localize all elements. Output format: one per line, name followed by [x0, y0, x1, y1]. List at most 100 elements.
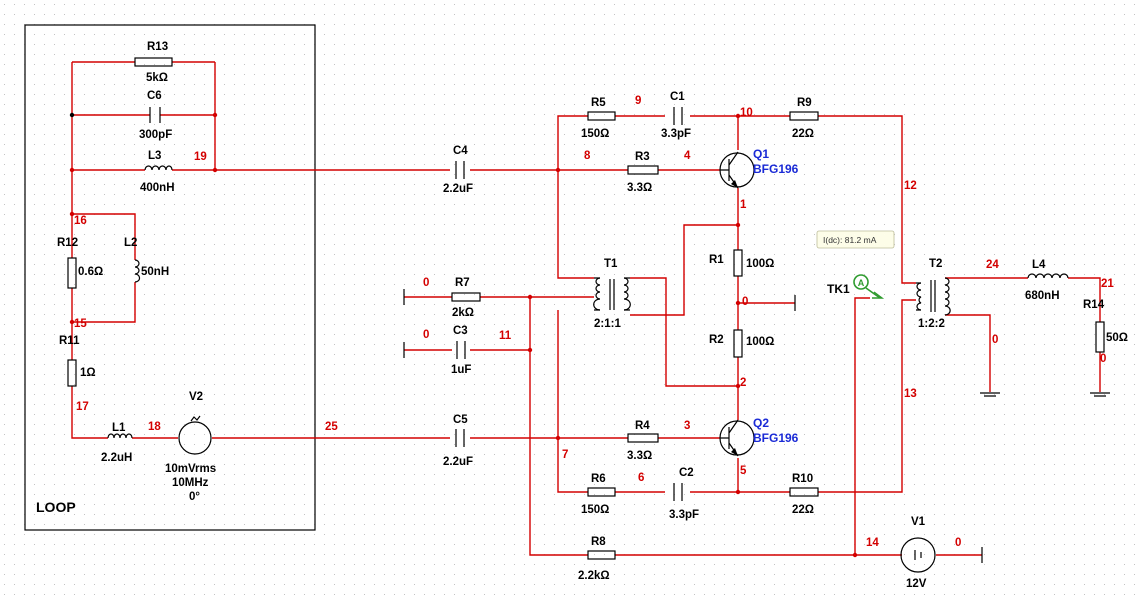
- label-r6-value: 150Ω: [581, 504, 609, 516]
- label-r14-value: 50Ω: [1106, 332, 1128, 344]
- inductor-l1[interactable]: [107, 433, 133, 439]
- label-r3-value: 3.3Ω: [627, 182, 652, 194]
- inductor-l4[interactable]: [1027, 273, 1069, 279]
- label-l2-value: 50nH: [141, 266, 169, 278]
- resistor-r3[interactable]: [627, 165, 659, 175]
- net-8: 8: [584, 150, 591, 162]
- net-25: 25: [325, 421, 338, 433]
- capacitor-c5[interactable]: [455, 429, 465, 447]
- net-5: 5: [740, 465, 747, 477]
- transformer-t1[interactable]: [593, 277, 631, 311]
- label-r10-value: 22Ω: [792, 504, 814, 516]
- net-10: 10: [740, 107, 753, 119]
- transformer-t2[interactable]: [916, 277, 951, 316]
- resistor-r2[interactable]: [733, 329, 743, 358]
- resistor-r12[interactable]: [67, 257, 77, 289]
- label-r2-value: 100Ω: [746, 336, 774, 348]
- loop-box[interactable]: [24, 24, 316, 531]
- capacitor-c6[interactable]: [149, 107, 161, 123]
- net-0-mid: 0: [742, 296, 748, 308]
- resistor-r10[interactable]: [789, 487, 819, 497]
- ground-t2: [980, 392, 1000, 397]
- label-l2-ref: L2: [124, 237, 137, 249]
- resistor-r1[interactable]: [733, 249, 743, 277]
- resistor-r8[interactable]: [587, 550, 616, 560]
- label-r9-value: 22Ω: [792, 128, 814, 140]
- label-r1-ref: R1: [709, 254, 724, 266]
- label-c4-ref: C4: [453, 145, 468, 157]
- label-c3-ref: C3: [453, 325, 468, 337]
- net-17: 17: [76, 401, 89, 413]
- label-tk1: TK1: [827, 282, 850, 296]
- label-l1-value: 2.2uH: [101, 452, 132, 464]
- dc-source-v1[interactable]: [900, 537, 936, 573]
- label-l3-ref: L3: [148, 150, 161, 162]
- capacitor-c1[interactable]: [673, 107, 683, 125]
- label-r9-ref: R9: [797, 97, 812, 109]
- resistor-r4[interactable]: [627, 433, 659, 443]
- label-r10-ref: R10: [792, 473, 813, 485]
- net-15: 15: [74, 318, 87, 330]
- net-1: 1: [740, 199, 747, 211]
- label-r3-ref: R3: [635, 151, 650, 163]
- label-t2-value: 1:2:2: [918, 318, 945, 330]
- label-c5-ref: C5: [453, 414, 468, 426]
- inductor-l3[interactable]: [144, 165, 173, 171]
- loop-label: LOOP: [36, 499, 76, 515]
- net-0-r7: 0: [423, 277, 429, 289]
- label-l1-ref: L1: [112, 422, 126, 434]
- label-r13-value: 5kΩ: [146, 72, 168, 84]
- inductor-l2[interactable]: [134, 259, 141, 283]
- resistor-r9[interactable]: [789, 111, 819, 121]
- transistor-q1[interactable]: [719, 151, 755, 189]
- label-r5-value: 150Ω: [581, 128, 609, 140]
- capacitor-c2[interactable]: [673, 483, 683, 501]
- label-t1-ref: T1: [604, 258, 618, 270]
- resistor-r13[interactable]: [134, 57, 173, 67]
- net-11: 11: [499, 330, 512, 342]
- label-r7-ref: R7: [455, 277, 470, 289]
- resistor-r7[interactable]: [451, 292, 481, 302]
- label-c3-value: 1uF: [451, 364, 471, 376]
- capacitor-c4[interactable]: [455, 161, 465, 179]
- label-v1-ref: V1: [911, 516, 926, 528]
- label-r6-ref: R6: [591, 473, 606, 485]
- label-r13-ref: R13: [147, 41, 168, 53]
- label-q1-ref: Q1: [753, 147, 769, 161]
- label-c2-value: 3.3pF: [669, 509, 699, 521]
- label-r5-ref: R5: [591, 97, 606, 109]
- resistor-r11[interactable]: [67, 359, 77, 387]
- capacitor-c3[interactable]: [456, 341, 466, 359]
- label-v2-line1: 10mVrms: [165, 463, 216, 475]
- label-r4-value: 3.3Ω: [627, 450, 652, 462]
- label-v1-value: 12V: [906, 578, 927, 590]
- net-12: 12: [904, 180, 917, 192]
- label-l4-ref: L4: [1032, 259, 1046, 271]
- resistor-r14[interactable]: [1095, 321, 1105, 353]
- label-r14-ref: R14: [1083, 299, 1105, 311]
- label-c4-value: 2.2uF: [443, 183, 473, 195]
- label-r4-ref: R4: [635, 420, 650, 432]
- net-7: 7: [562, 449, 568, 461]
- net-0-c3: 0: [423, 329, 429, 341]
- label-t2-ref: T2: [929, 258, 942, 270]
- label-r8-ref: R8: [591, 536, 606, 548]
- label-r11-ref: R11: [59, 335, 80, 347]
- transistor-q2[interactable]: [719, 419, 755, 457]
- resistor-r5[interactable]: [587, 111, 616, 121]
- net-0-r14: 0: [1100, 353, 1106, 365]
- probe-reading: I(dc): 81.2 mA: [823, 235, 877, 245]
- component-labels: R13 5kΩ C6 300pF L3 400nH R12 0.6Ω L2 50…: [57, 41, 1128, 590]
- ac-source-v2[interactable]: [178, 415, 212, 455]
- net-9: 9: [635, 95, 641, 107]
- current-probe-tk1[interactable]: A: [853, 274, 885, 299]
- label-q2-ref: Q2: [753, 416, 769, 430]
- label-r11-value: 1Ω: [80, 367, 96, 379]
- ground-r14: [1090, 392, 1110, 397]
- resistor-r6[interactable]: [587, 487, 616, 497]
- label-r7-value: 2kΩ: [452, 307, 474, 319]
- net-0-t2: 0: [992, 334, 998, 346]
- net-21: 21: [1101, 278, 1114, 290]
- label-q1-value: BFG196: [753, 162, 799, 176]
